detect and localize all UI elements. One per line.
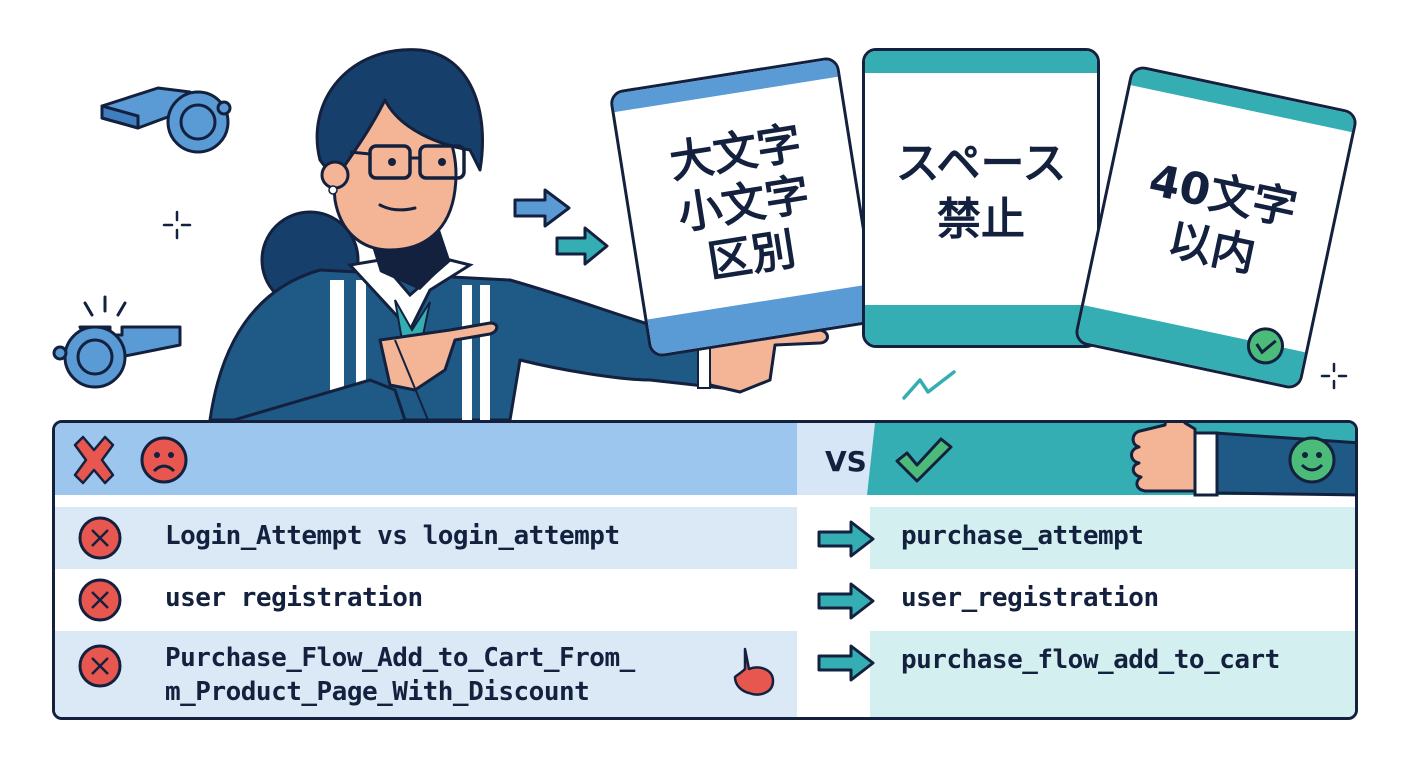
naming-comparison-table: VS Login_Attempt vs login_attempt purcha… (52, 420, 1358, 720)
table-row: Purchase_Flow_Add_to_Cart_From_ m_Produc… (55, 631, 1355, 717)
error-circle-icon (77, 643, 123, 689)
rule-card-case-sensitive: 大文字 小文字 区別 (608, 55, 880, 359)
sparkle-icon (1320, 362, 1348, 390)
big-check-icon (893, 435, 953, 485)
table-row: Login_Attempt vs login_attempt purchase_… (55, 507, 1355, 569)
card-top-band (1130, 67, 1356, 133)
check-circle-icon (1242, 322, 1289, 369)
happy-face-icon (1287, 435, 1337, 485)
vs-label: VS (825, 445, 867, 478)
sad-face-icon (139, 435, 189, 485)
arrow-right-icon-blue (513, 188, 573, 228)
good-event-name: user_registration (901, 583, 1159, 613)
table-row: user registration user_registration (55, 569, 1355, 631)
whistle-icon-bottom (50, 295, 185, 395)
arrow-right-icon (817, 643, 875, 683)
error-circle-icon (77, 515, 123, 561)
cross-icon (69, 435, 119, 485)
referee-character-illustration (180, 40, 840, 462)
zigzag-icon (902, 370, 958, 400)
card-bottom-band (865, 305, 1097, 345)
good-event-name: purchase_flow_add_to_cart (901, 645, 1280, 675)
bad-event-name-line-2: m_Product_Page_With_Discount (165, 677, 590, 707)
arrow-right-icon (817, 519, 875, 559)
arrow-right-icon (817, 581, 875, 621)
bad-event-name: Login_Attempt vs login_attempt (165, 521, 620, 551)
sparkle-icon (162, 210, 192, 240)
card-text-line: 禁止 (937, 194, 1025, 245)
whistle-icon-top (98, 78, 232, 158)
rule-card-no-spaces: スペース 禁止 (862, 48, 1100, 348)
speech-bubble-icon (733, 647, 783, 699)
bad-event-name-line-1: Purchase_Flow_Add_to_Cart_From_ (165, 643, 635, 673)
arrow-right-icon-teal (555, 226, 610, 266)
error-circle-icon (77, 577, 123, 623)
card-top-band (865, 51, 1097, 73)
bad-event-name: user registration (165, 583, 423, 613)
card-text-line: スペース (895, 138, 1067, 189)
rule-card-max-length: 40文字 以内 (1072, 63, 1360, 392)
vs-header (797, 423, 877, 495)
good-event-name: purchase_attempt (901, 521, 1144, 551)
